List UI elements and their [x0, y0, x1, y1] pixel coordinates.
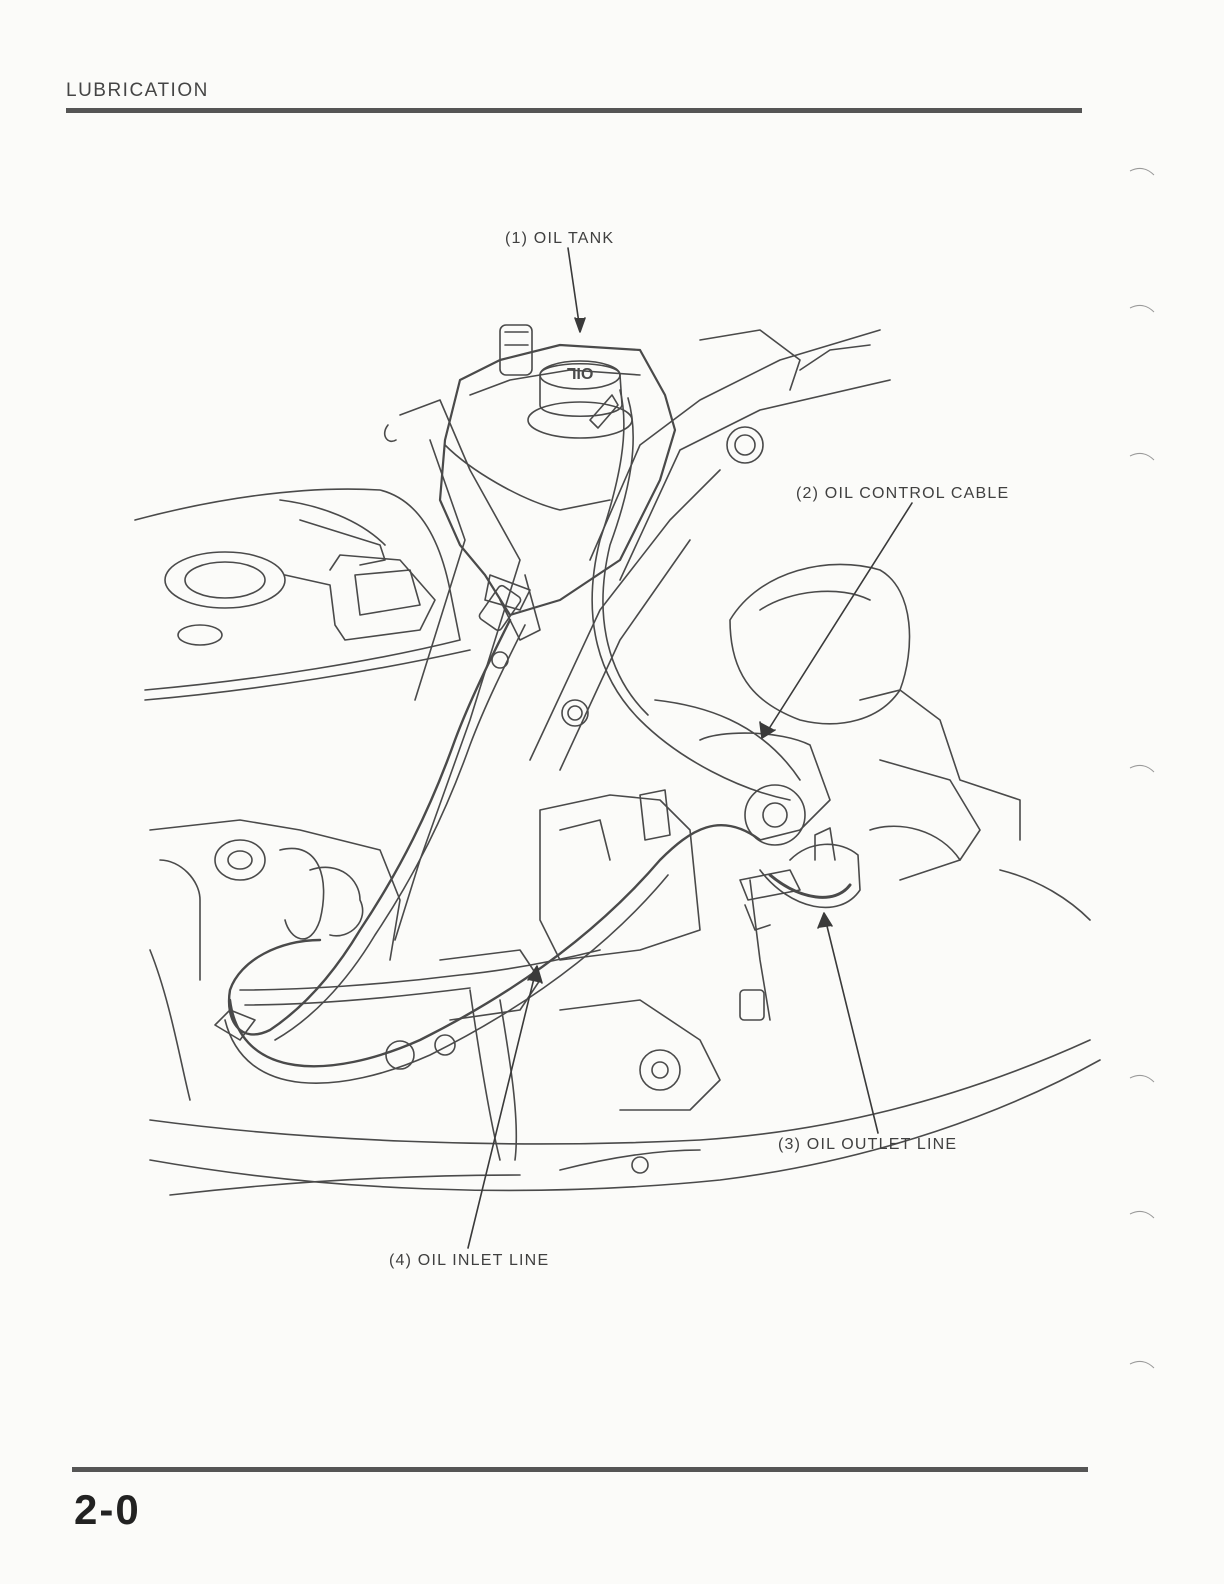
- leader-lines: [468, 248, 912, 1248]
- callout-oil-outlet-line: (3) OIL OUTLET LINE: [778, 1136, 957, 1154]
- binding-hole-mark: [1128, 165, 1156, 177]
- binding-hole-mark: [1128, 450, 1156, 462]
- callout-oil-inlet-line: (4) OIL INLET LINE: [389, 1252, 549, 1270]
- page-number: 2-0: [74, 1486, 141, 1534]
- engine-crankcase: [150, 820, 1100, 1195]
- oil-control-cable: [592, 390, 800, 800]
- callout-oil-tank: (1) OIL TANK: [505, 230, 614, 248]
- engine-cylinder: [700, 564, 1090, 920]
- oil-tank: OIL: [440, 325, 675, 640]
- fuel-tank: [135, 489, 470, 700]
- callout-oil-control-cable: (2) OIL CONTROL CABLE: [796, 485, 1009, 503]
- binding-hole-mark: [1128, 762, 1156, 774]
- oil-pump: [740, 828, 860, 1020]
- oil-inlet-hose: [229, 575, 530, 1040]
- binding-hole-mark: [1128, 1208, 1156, 1220]
- binding-hole-mark: [1128, 302, 1156, 314]
- binding-hole-mark: [1128, 1072, 1156, 1084]
- footer-rule: [72, 1467, 1088, 1472]
- tank-cap-marking: OIL: [566, 364, 593, 381]
- binding-hole-mark: [1128, 1358, 1156, 1370]
